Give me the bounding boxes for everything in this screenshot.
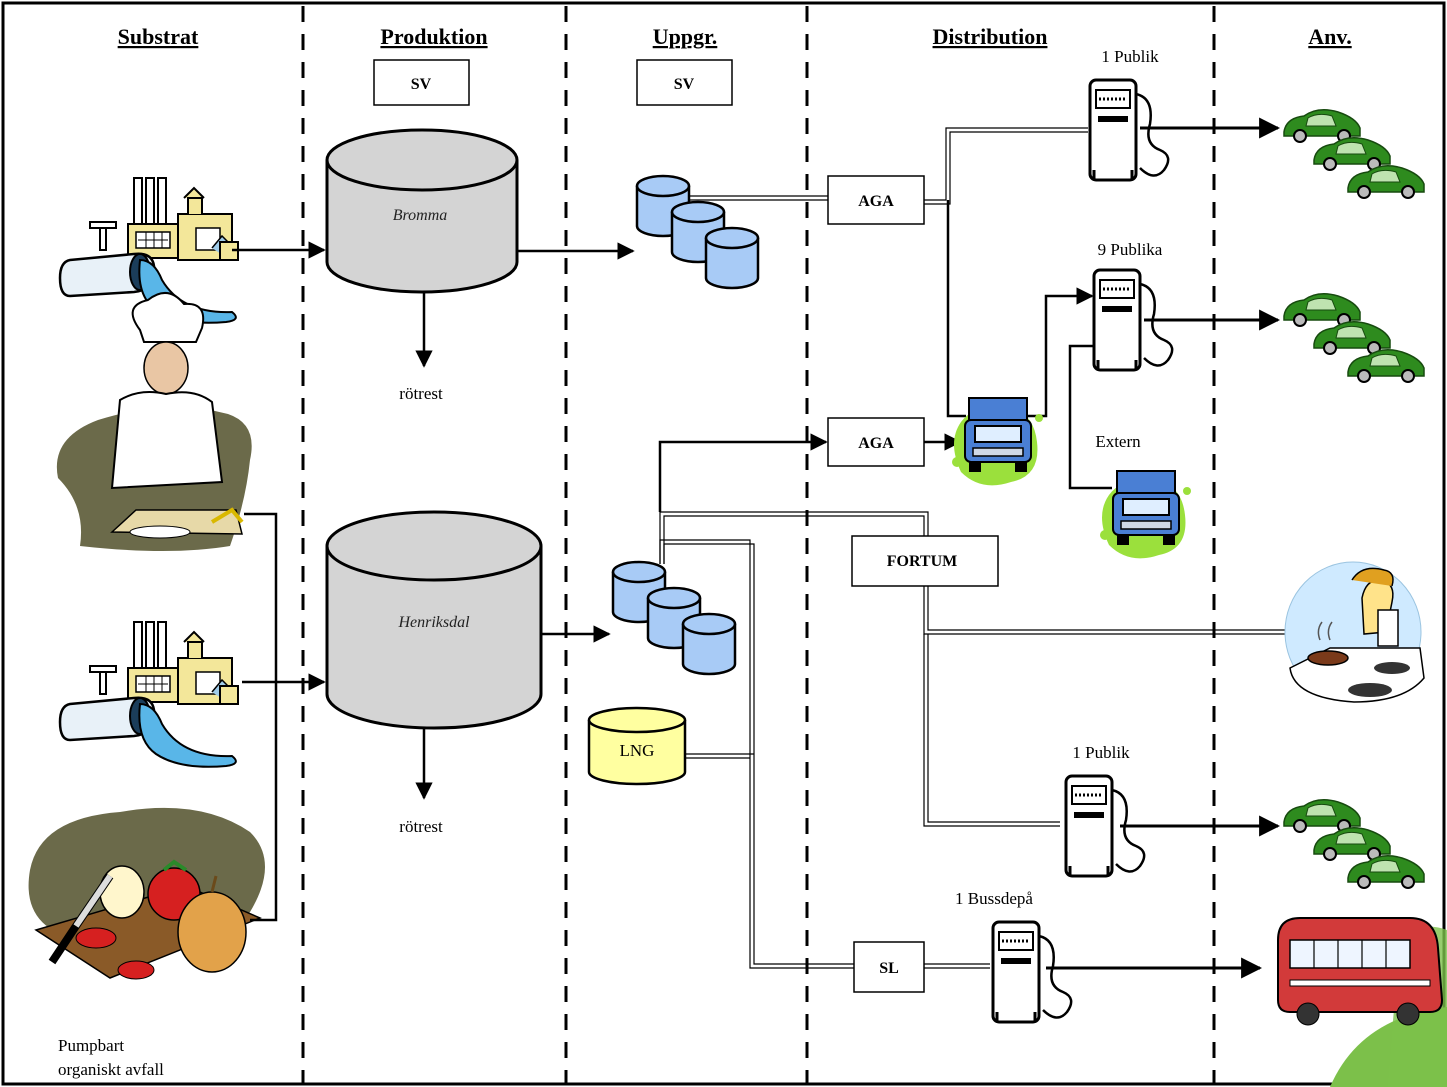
- produktion-owner-box: SV: [411, 76, 432, 93]
- upgrading-henriksdal: [611, 560, 737, 676]
- fuel-pump-icon-bus: [991, 920, 1073, 1024]
- station-publika-nine: 9 Publika: [1098, 240, 1163, 259]
- lng-storage: [587, 706, 687, 786]
- extern-label: Extern: [1095, 432, 1141, 451]
- bus-icon: [1277, 917, 1447, 1087]
- distributor-aga-top: AGA: [858, 193, 894, 210]
- uppgr-owner-box: SV: [674, 76, 695, 93]
- header-substrat: Substrat: [118, 24, 199, 49]
- station-bussdepa: 1 Bussdepå: [955, 889, 1033, 908]
- truck-icon-aga: [951, 397, 1044, 487]
- station-publik-top: 1 Publik: [1101, 47, 1159, 66]
- column-separators: [301, 6, 1216, 1084]
- bromma-label: Bromma: [393, 207, 448, 224]
- lng-label: LNG: [620, 741, 655, 760]
- distributor-fortum: FORTUM: [887, 553, 958, 570]
- henriksdal-digester: [325, 510, 543, 730]
- substrate-label-line2: organiskt avfall: [58, 1060, 164, 1079]
- upgrading-bromma: [635, 174, 760, 290]
- substrate-label-line1: Pumpbart: [58, 1036, 124, 1055]
- car-group-icon-top: [1284, 110, 1424, 198]
- header-anv: Anv.: [1308, 24, 1351, 49]
- chef-icon: [56, 292, 252, 551]
- header-distribution: Distribution: [933, 24, 1048, 49]
- station-publik-bottom: 1 Publik: [1072, 743, 1130, 762]
- henriksdal-residue: rötrest: [399, 817, 443, 836]
- car-group-icon-mid: [1284, 294, 1424, 382]
- cooking-stove-icon: [1284, 561, 1425, 703]
- header-uppgr: Uppgr.: [653, 24, 718, 49]
- fuel-pump-icon-top: [1088, 78, 1170, 182]
- vegetables-icon: [28, 807, 265, 980]
- bromma-digester: [325, 128, 519, 294]
- header-produktion: Produktion: [380, 24, 487, 49]
- bromma-residue: rötrest: [399, 384, 443, 403]
- car-group-icon-bottom: [1284, 800, 1424, 888]
- distributor-sl: SL: [879, 960, 899, 977]
- distributor-aga-mid: AGA: [858, 435, 894, 452]
- truck-icon-extern: [1099, 470, 1192, 560]
- sewage-plant-icon-bottom: [58, 620, 240, 769]
- henriksdal-label: Henriksdal: [397, 614, 470, 631]
